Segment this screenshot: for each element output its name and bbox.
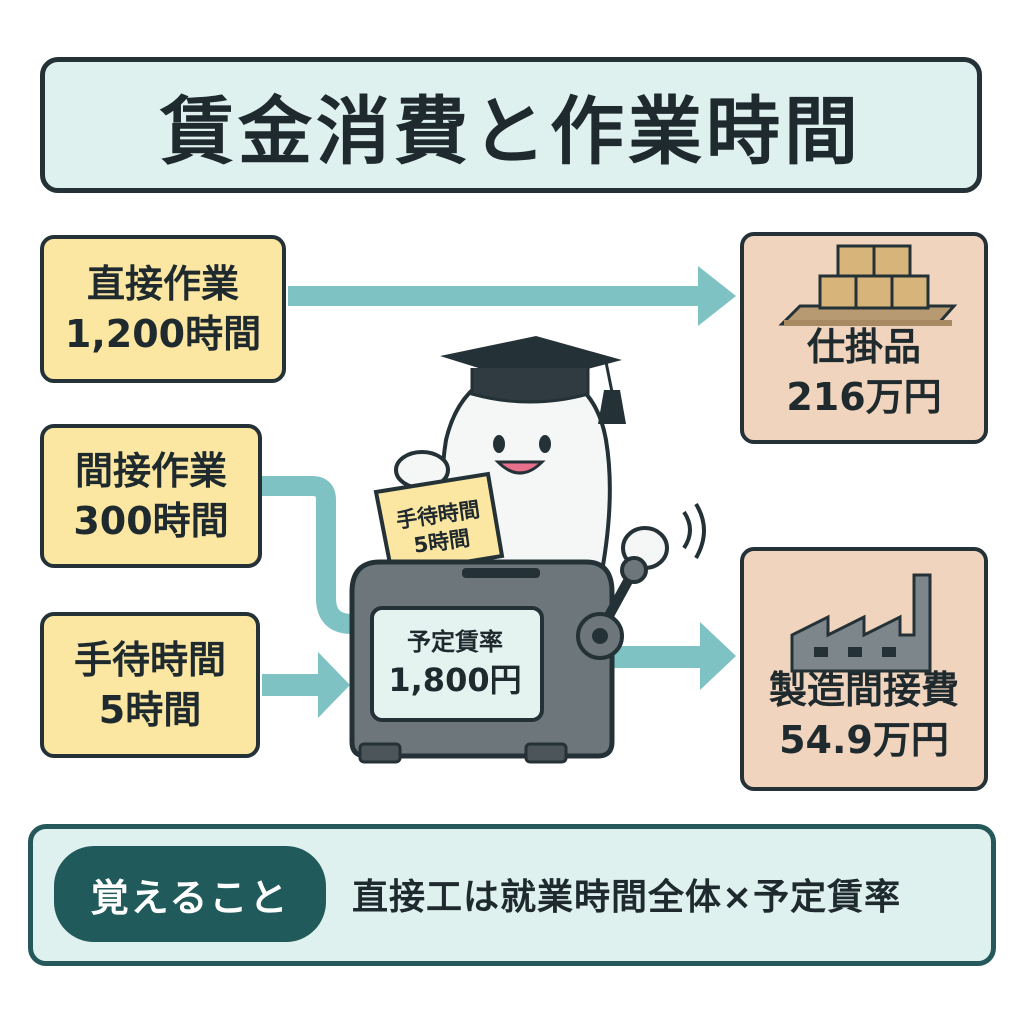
idle-time-card: 手待時間 5時間 — [40, 612, 260, 758]
arrow-direct-to-wip — [288, 266, 736, 326]
arrow-idle-to-machine — [262, 652, 350, 718]
graduation-cap-icon — [440, 336, 626, 424]
page-title: 賃金消費と作業時間 — [160, 88, 862, 175]
wip-amount: 216万円 — [786, 374, 942, 419]
factory-icon — [790, 573, 932, 673]
rate-value: 1,800円 — [388, 660, 522, 699]
machine-screen: 予定賃率 1,800円 — [376, 616, 534, 712]
overhead-card: 製造間接費 54.9万円 — [740, 547, 988, 791]
arrow-indirect-to-machine — [262, 476, 360, 634]
ticket-card — [373, 471, 505, 577]
overhead-amount: 54.9万円 — [779, 717, 949, 762]
boxes-icon — [778, 244, 958, 326]
arrow-machine-to-overhead — [610, 622, 736, 690]
wip-label: 仕掛品 — [806, 324, 921, 369]
memo-text: 直接工は就業時間全体×予定賃率 — [352, 877, 902, 918]
rate-machine — [349, 556, 648, 764]
direct-work-hours: 1,200時間 — [64, 312, 262, 356]
direct-work-label: 直接作業 — [86, 261, 239, 306]
indirect-work-hours: 300時間 — [73, 499, 229, 543]
title-banner: 賃金消費と作業時間 — [40, 57, 982, 193]
overhead-label: 製造間接費 — [768, 667, 959, 712]
memo-badge: 覚えること — [54, 846, 326, 942]
indirect-work-label: 間接作業 — [74, 448, 227, 493]
idle-time-label: 手待時間 — [73, 637, 226, 682]
wip-card: 仕掛品 216万円 — [740, 232, 988, 444]
idle-time-hours: 5時間 — [98, 688, 202, 732]
direct-work-card: 直接作業 1,200時間 — [40, 235, 286, 383]
rate-label: 予定賃率 — [407, 628, 503, 657]
indirect-work-card: 間接作業 300時間 — [40, 424, 262, 568]
